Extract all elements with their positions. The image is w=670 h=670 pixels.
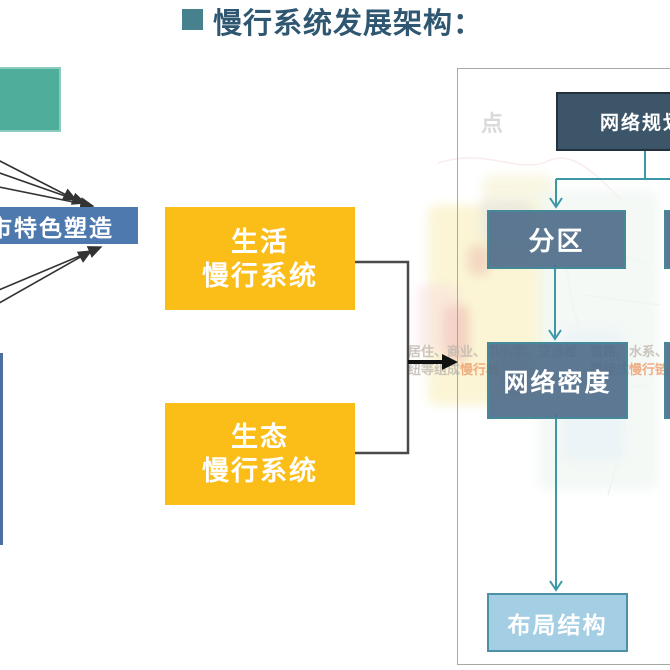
fan-arrows-bottom	[0, 246, 103, 304]
fan-arrows-top	[0, 160, 95, 210]
life-slow-system-box: 生活 慢行系统	[165, 207, 355, 310]
map-blob	[443, 305, 469, 361]
faint-caption-right-highlight: 慢行链条	[629, 362, 670, 377]
life-box-line2: 慢行系统	[202, 260, 318, 291]
clipped-partition-row-box	[664, 210, 670, 269]
clipped-density-row-box	[664, 342, 670, 419]
network-planning-box: 网络规划	[556, 92, 670, 151]
teal-accent-box	[0, 67, 61, 132]
eco-slow-system-box: 生态 慢行系统	[165, 403, 355, 505]
panel-corner-label: 点	[481, 111, 504, 136]
life-box-line1: 生活	[231, 226, 289, 257]
faint-caption-left-line2: 纽等组成慢行核	[408, 359, 499, 378]
map-blob	[468, 245, 490, 275]
map-blob	[416, 285, 460, 351]
clipped-blue-box-edge	[0, 353, 3, 545]
layout-structure-box: 布局结构	[487, 593, 628, 652]
network-density-box: 网络密度	[487, 342, 628, 419]
city-feature-box: 城市特色塑造	[0, 207, 138, 244]
faint-caption-left-prefix: 纽等组成	[408, 362, 461, 377]
eco-box-line2: 慢行系统	[202, 456, 318, 486]
page-title: 慢行系统发展架构：	[213, 8, 484, 40]
title-bullet-icon	[182, 9, 203, 30]
partition-box: 分区	[487, 210, 626, 269]
eco-box-line1: 生态	[231, 422, 289, 452]
